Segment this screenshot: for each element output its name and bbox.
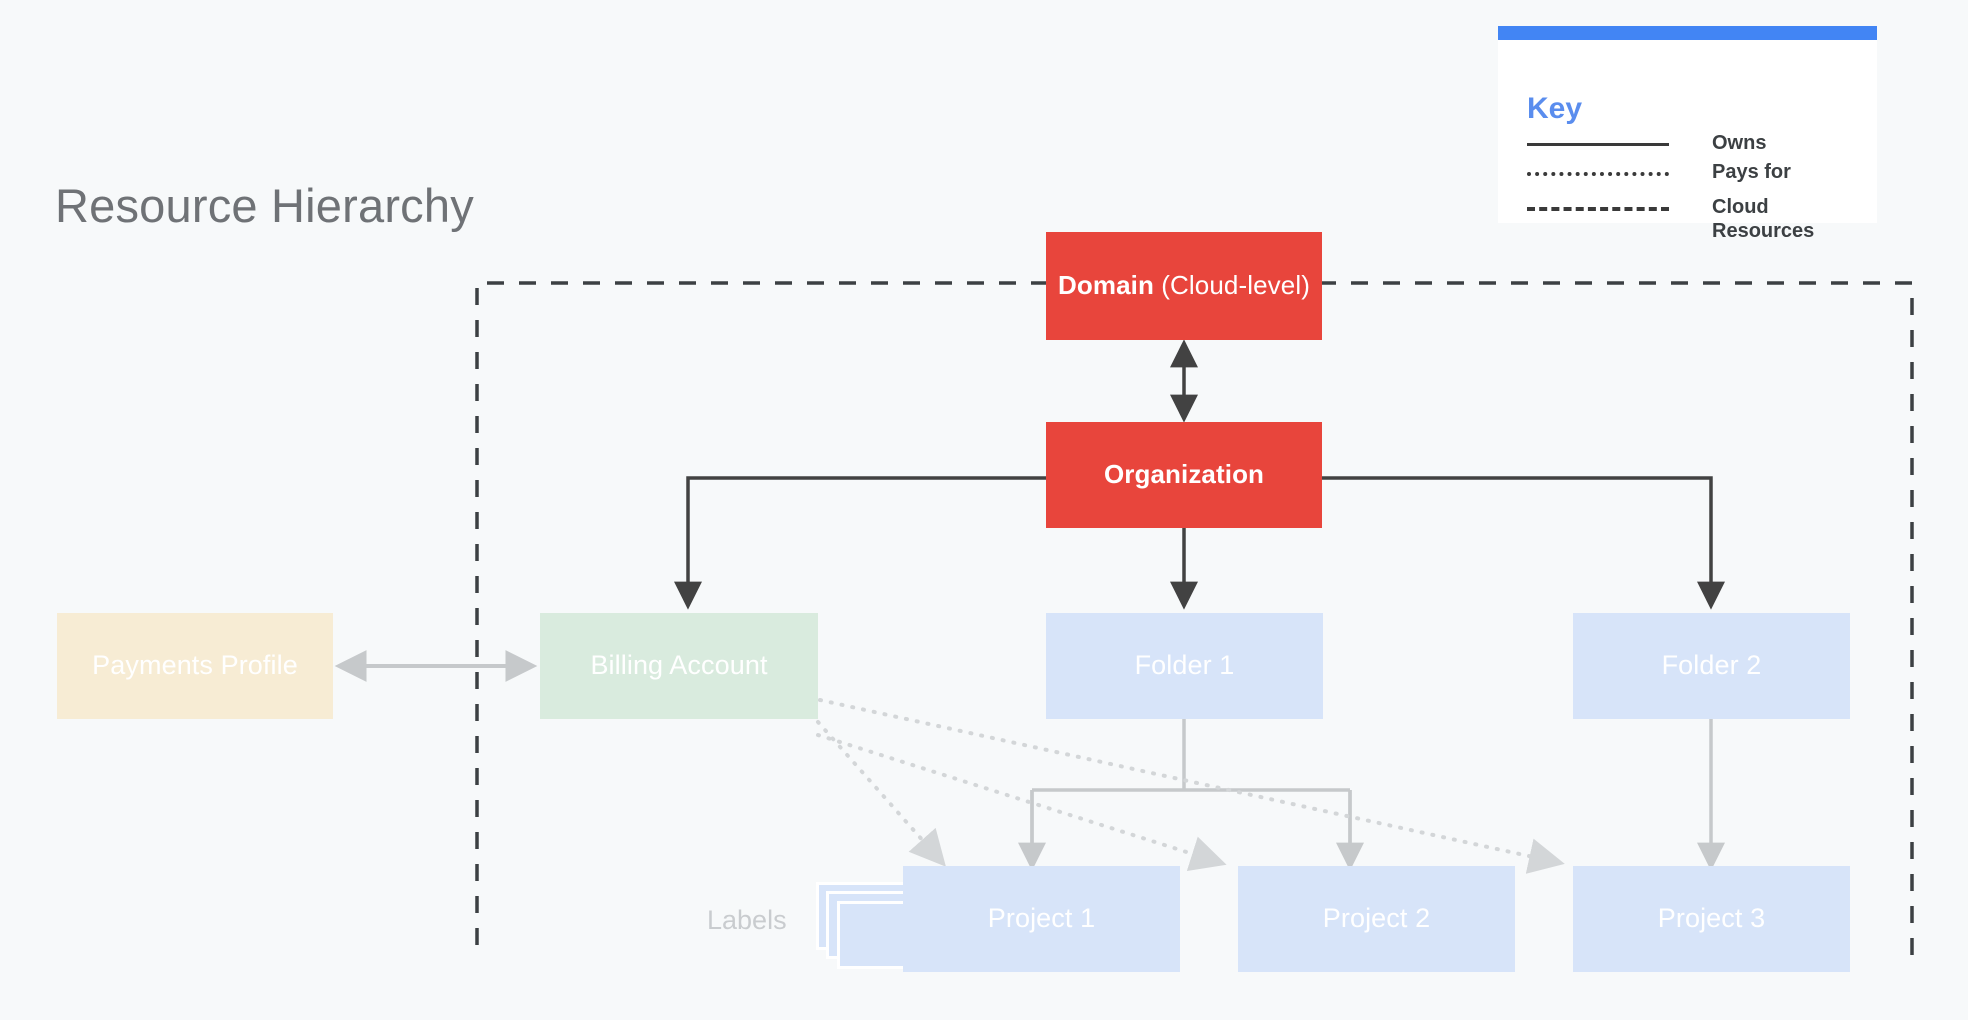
node-folder-1-label: Folder 1	[1134, 650, 1235, 681]
node-billing-account-label: Billing Account	[590, 650, 768, 681]
key-line-solid-icon	[1527, 143, 1669, 148]
labels-caption: Labels	[707, 905, 787, 935]
node-billing-account[interactable]: Billing Account	[540, 613, 818, 719]
key-label-cloud-resources-line1: Cloud	[1712, 196, 1769, 218]
node-domain[interactable]: Domain (Cloud-level)	[1046, 232, 1322, 340]
node-organization[interactable]: Organization	[1046, 422, 1322, 528]
key-row-owns: Owns	[1527, 131, 1766, 155]
key-label-pays-for: Pays for	[1712, 161, 1791, 183]
edge-billing-pays-project2	[816, 733, 1227, 871]
node-project-3[interactable]: Project 3	[1573, 866, 1850, 972]
edge-billing-pays-project3	[818, 698, 1565, 874]
node-project-3-label: Project 3	[1657, 903, 1766, 934]
key-row-pays-for: Pays for	[1527, 160, 1791, 184]
key-line-dashed-icon	[1527, 207, 1669, 213]
key-accent-bar	[1498, 26, 1877, 40]
key-label-owns: Owns	[1712, 132, 1767, 154]
key-label-cloud-resources: Cloud Resources	[1712, 195, 1814, 244]
node-payments-profile[interactable]: Payments Profile	[57, 613, 333, 719]
node-project-2[interactable]: Project 2	[1238, 866, 1515, 972]
node-domain-label-bold: Domain	[1058, 270, 1154, 301]
edge-folder1-projects	[1018, 718, 1364, 871]
key-row-cloud-resources: Cloud Resources	[1527, 195, 1814, 244]
page-title: Resource Hierarchy	[55, 179, 474, 232]
node-domain-label-rest: (Cloud-level)	[1153, 270, 1310, 301]
node-project-1-label: Project 1	[987, 903, 1096, 934]
key-label-cloud-resources-line2: Resources	[1712, 220, 1815, 243]
node-domain-label: Domain (Cloud-level)	[1058, 270, 1310, 301]
edge-billing-pays-project1	[816, 720, 946, 867]
node-project-1[interactable]: Project 1	[903, 866, 1180, 972]
node-folder-2[interactable]: Folder 2	[1573, 613, 1850, 719]
key-title: Key	[1527, 92, 1583, 125]
node-project-2-label: Project 2	[1322, 903, 1431, 934]
node-organization-label: Organization	[1103, 459, 1265, 490]
key-legend: Key Owns Pays for Cloud Resources	[1498, 26, 1877, 242]
node-payments-profile-label: Payments Profile	[92, 650, 298, 681]
node-folder-1[interactable]: Folder 1	[1046, 613, 1323, 719]
node-folder-2-label: Folder 2	[1661, 650, 1762, 681]
node-organization-label-text: Organization	[1103, 459, 1265, 490]
key-line-dotted-icon	[1527, 172, 1669, 178]
